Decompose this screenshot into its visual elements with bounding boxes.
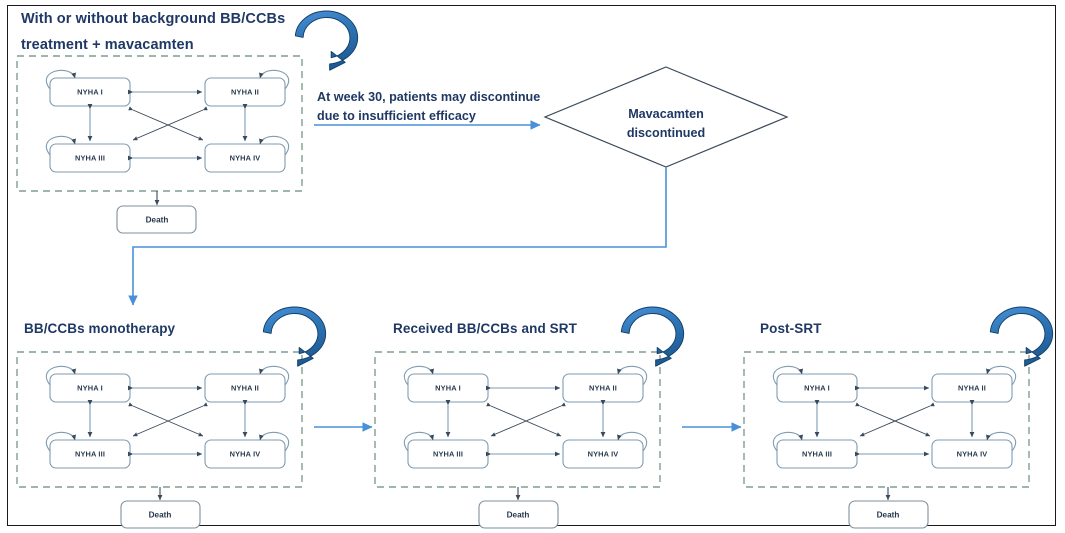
state-label-nyha-i: NYHA I <box>435 383 461 393</box>
state-label-nyha-iv: NYHA IV <box>956 449 988 459</box>
cycle-arrow-icon-srt <box>620 306 685 367</box>
state-label-nyha-i: NYHA I <box>77 87 103 97</box>
state-label-nyha-iii: NYHA III <box>74 449 106 459</box>
state-label-nyha-ii: NYHA II <box>958 383 986 393</box>
panel-title-mavacamten-line2: treatment + mavacamten <box>21 37 194 53</box>
cycle-arrow-icon-post-srt <box>989 306 1054 367</box>
panel-title-received-bbccbs-srt: Received BB/CCBs and SRT <box>393 321 577 336</box>
death-connector-srt <box>478 487 559 529</box>
state-label-nyha-iii: NYHA III <box>432 449 464 459</box>
state-label-nyha-iv: NYHA IV <box>229 153 261 163</box>
state-label-death: Death <box>145 215 169 225</box>
state-label-nyha-ii: NYHA II <box>589 383 617 393</box>
state-label-nyha-ii: NYHA II <box>231 87 259 97</box>
state-label-nyha-iv: NYHA IV <box>229 449 261 459</box>
panel-title-mavacamten-line1: With or without background BB/CCBs <box>21 11 286 27</box>
death-connector-monotherapy <box>120 487 201 529</box>
state-label-nyha-i: NYHA I <box>804 383 830 393</box>
cycle-arrow-icon-mavacamten <box>294 10 359 71</box>
panel-title-post-srt: Post-SRT <box>760 321 822 336</box>
panel-post-srt-states <box>744 352 1029 487</box>
discontinue-route-connector <box>128 167 667 306</box>
week30-note-line2: due to insufficient efficacy <box>317 109 476 123</box>
state-label-death: Death <box>148 510 172 520</box>
state-label-nyha-iii: NYHA III <box>74 153 106 163</box>
state-label-nyha-iii: NYHA III <box>801 449 833 459</box>
state-label-nyha-i: NYHA I <box>77 383 103 393</box>
death-connector-post-srt <box>848 487 929 529</box>
panel-mavacamten-states <box>17 56 302 191</box>
death-connector-mavacamten <box>116 191 197 234</box>
state-label-nyha-ii: NYHA II <box>231 383 259 393</box>
state-label-nyha-iv: NYHA IV <box>587 449 619 459</box>
panel-bbccbs-monotherapy-states <box>17 352 302 487</box>
decision-label-line2: discontinued <box>626 126 706 140</box>
state-label-death: Death <box>876 510 900 520</box>
panel-received-bbccbs-srt-states <box>375 352 660 487</box>
state-label-death: Death <box>506 510 530 520</box>
decision-label-line1: Mavacamten <box>628 107 704 121</box>
cycle-arrow-icon-monotherapy <box>262 306 327 367</box>
week30-note-line1: At week 30, patients may discontinue <box>317 90 541 104</box>
panel-title-bbccbs-monotherapy: BB/CCBs monotherapy <box>24 321 176 336</box>
